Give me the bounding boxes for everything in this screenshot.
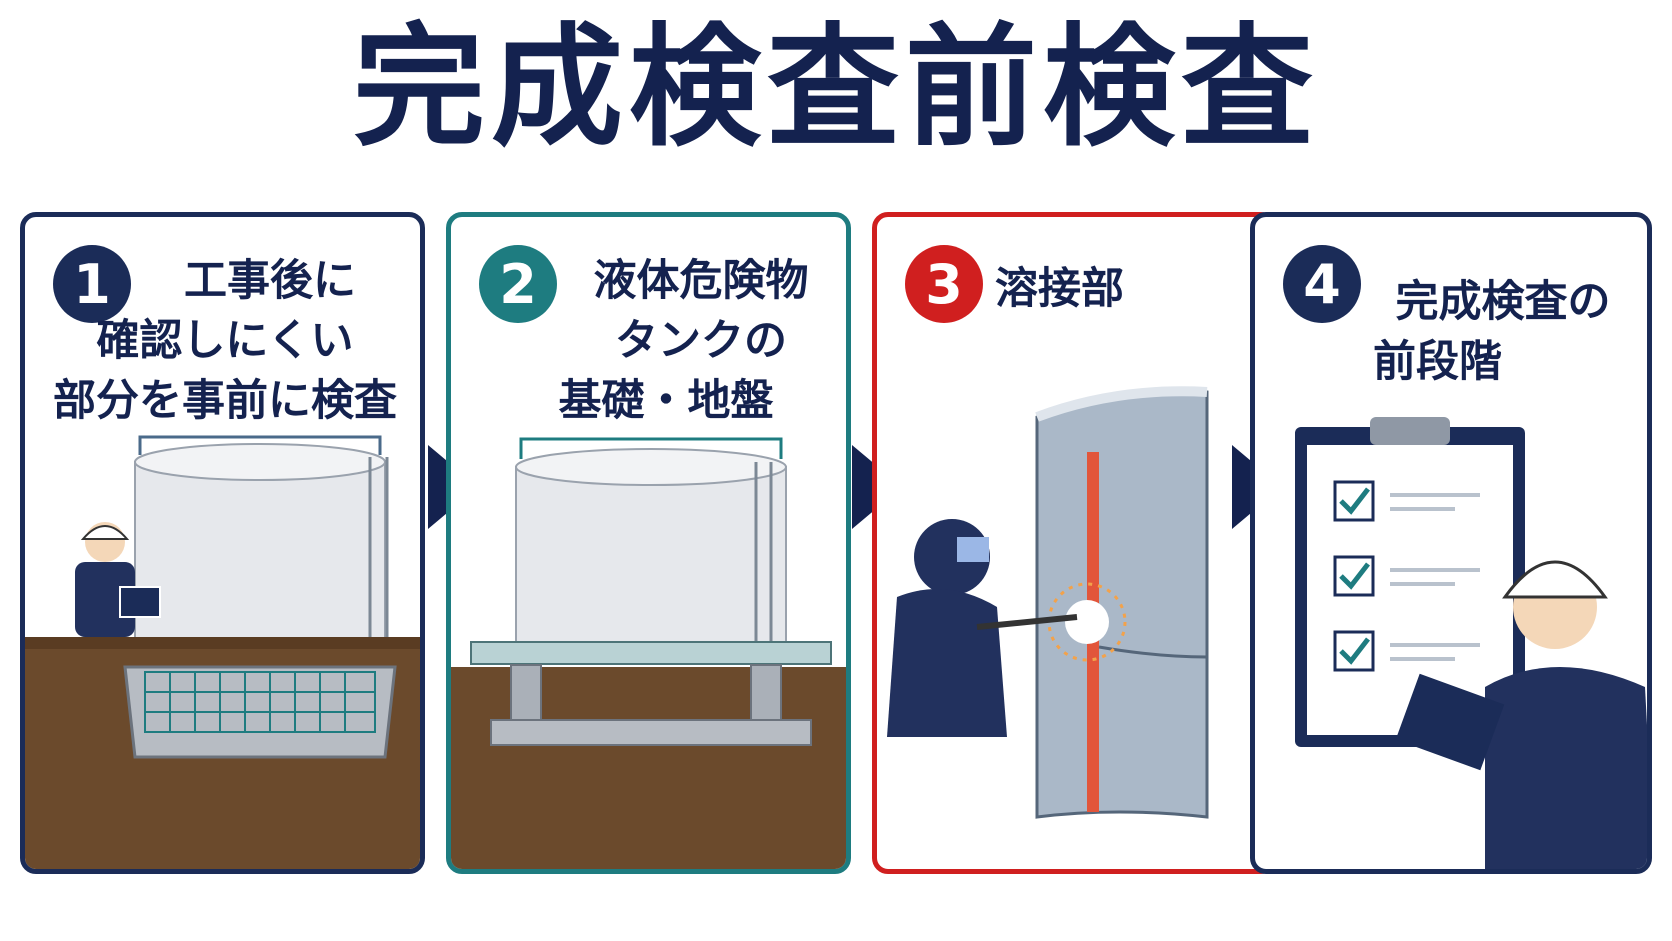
step-heading-line: タンクの — [615, 316, 787, 366]
checklist-clipboard-icon — [1295, 417, 1647, 869]
step-heading-line: 完成検査の — [1395, 277, 1611, 327]
step-number-badge: 4 — [1283, 245, 1361, 323]
step-number-badge: 2 — [479, 245, 557, 323]
step-heading-line: 部分を事前に検査 — [53, 376, 397, 426]
step-panel-3: 3 溶接部 — [872, 212, 1277, 874]
page-title: 完成検査前検査 — [353, 11, 1319, 165]
step-heading-line: 溶接部 — [995, 264, 1124, 314]
step-number-badge: 1 — [53, 245, 131, 323]
storage-tank-icon — [25, 435, 420, 869]
step-panel-2: 2 液体危険物 タンクの 基礎・地盤 — [446, 212, 851, 874]
step-heading: 完成検査の 前段階 — [1373, 272, 1633, 392]
welding-spark-icon — [887, 386, 1209, 819]
step-heading-line: 工事後に — [184, 256, 356, 306]
step-heading: 液体危険物 タンクの 基礎・地盤 — [559, 251, 841, 431]
step-heading-line: 確認しにくい — [96, 316, 354, 366]
step-heading-line: 液体危険物 — [593, 256, 809, 306]
storage-tank-icon — [451, 437, 846, 869]
step-number-badge: 3 — [905, 245, 983, 323]
step-heading: 工事後に 確認しにくい 部分を事前に検査 — [45, 251, 405, 431]
step-panel-1: 1 工事後に 確認しにくい 部分を事前に検査 — [20, 212, 425, 874]
step-heading-line: 基礎・地盤 — [558, 376, 774, 426]
step-heading-line: 前段階 — [1373, 337, 1502, 387]
step-panel-4: 4 完成検査の 前段階 — [1250, 212, 1652, 874]
step-heading: 溶接部 — [995, 259, 1195, 319]
hard-hat-icon — [1502, 560, 1608, 599]
